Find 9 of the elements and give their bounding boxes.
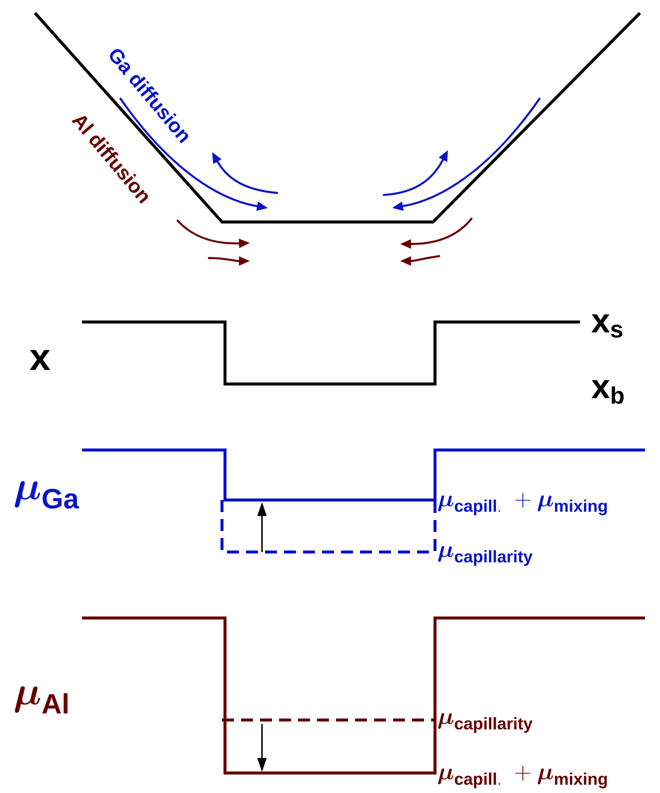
level-label: $\mathbf{x}_{\mathbf{s}}$ (591, 314, 622, 338)
level-label: $\boldsymbol{\mu}_{\mathbf{capillarity}}$ (438, 546, 533, 566)
level-label: $\boldsymbol{\mu}_{\mathbf{capill.}}\ +\boldsymbol{\mu}_{\mathbf{mixing}}$ (438, 766, 607, 788)
axis-label: x (30, 350, 50, 370)
axis-label: $\boldsymbol{\mu}_{\mathbf{Ga}}$ (14, 481, 80, 509)
level-label: $\boldsymbol{\mu}_{\mathbf{capillarity}}$ (438, 713, 533, 733)
level-label: $\boldsymbol{\mu}_{\mathbf{capill.}}\ +\boldsymbol{\mu}_{\mathbf{mixing}}$ (438, 492, 607, 516)
level-label: $\mathbf{x}_{\mathbf{b}}$ (591, 380, 624, 404)
axis-label: $\boldsymbol{\mu}_{\mathbf{Al}}$ (14, 686, 68, 714)
